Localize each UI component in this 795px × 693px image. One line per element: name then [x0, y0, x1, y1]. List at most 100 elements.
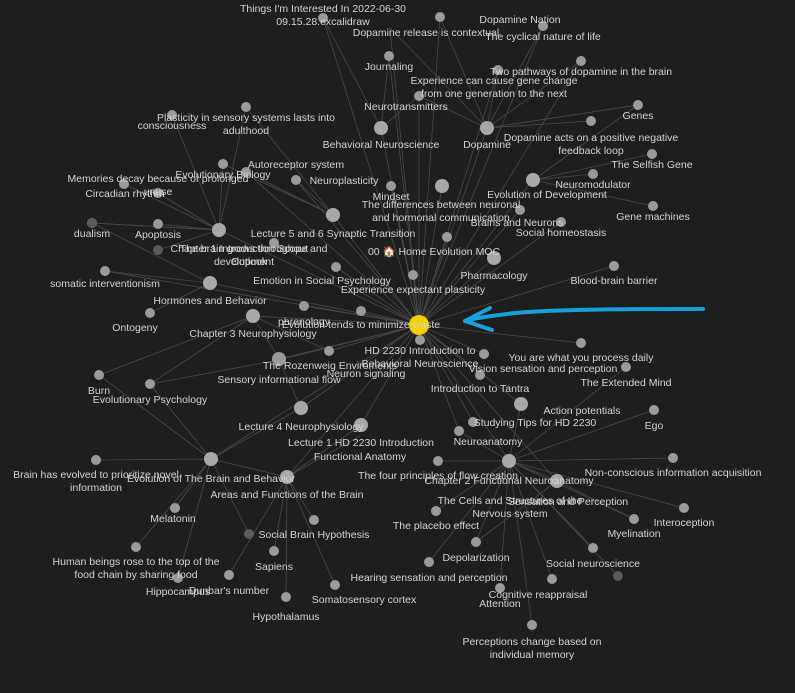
graph-node[interactable] — [433, 456, 443, 466]
graph-node[interactable] — [244, 529, 254, 539]
graph-node[interactable] — [527, 620, 537, 630]
graph-node[interactable] — [454, 426, 464, 436]
graph-node-label[interactable]: Social Brain Hypothesis — [259, 529, 370, 541]
graph-node-label[interactable]: Ontogeny — [112, 322, 158, 334]
graph-node-label[interactable]: Hippocampus — [146, 586, 210, 598]
graph-node-label[interactable]: Genes — [623, 110, 654, 122]
graph-node-label[interactable]: Neuron signaling — [327, 368, 406, 380]
graph-node[interactable] — [241, 167, 251, 177]
graph-node-label[interactable]: phrenology — [278, 316, 331, 328]
graph-node-label[interactable]: Ego — [645, 420, 664, 432]
graph-node[interactable] — [309, 515, 319, 525]
graph-node-label[interactable]: Cognitive reappraisal — [489, 589, 588, 601]
graph-node[interactable] — [384, 51, 394, 61]
graph-node[interactable] — [173, 573, 183, 583]
graph-node-label[interactable]: Social homeostasis — [516, 227, 606, 239]
graph-node[interactable] — [556, 217, 566, 227]
graph-node-label[interactable]: Neuroplasticity — [310, 175, 380, 187]
graph-node-label[interactable]: Evolution of Development — [487, 189, 607, 201]
graph-node[interactable] — [538, 21, 548, 31]
graph-node[interactable] — [408, 270, 418, 280]
graph-node[interactable] — [246, 309, 260, 323]
graph-node[interactable] — [649, 405, 659, 415]
graph-node[interactable] — [87, 218, 97, 228]
graph-node-label[interactable]: somatic interventionism — [50, 278, 160, 290]
graph-node-label[interactable]: Evolutionary Psychology — [93, 394, 208, 406]
graph-node[interactable] — [153, 219, 163, 229]
graph-node[interactable] — [91, 455, 101, 465]
graph-node-label[interactable]: Sapiens — [255, 561, 293, 573]
graph-node[interactable] — [487, 251, 501, 265]
graph-node-label[interactable]: Apoptosis — [135, 229, 181, 241]
graph-node[interactable] — [272, 352, 286, 366]
graph-node[interactable] — [204, 452, 218, 466]
graph-node[interactable] — [550, 474, 564, 488]
graph-node-label[interactable]: Areas and Functions of the Brain — [211, 489, 364, 501]
graph-node-label[interactable]: Somatosensory cortex — [312, 594, 417, 606]
graph-node-label[interactable]: Sensory informational flow — [217, 374, 341, 386]
graph-node-label[interactable]: Melatonin — [150, 513, 196, 525]
graph-node[interactable] — [586, 116, 596, 126]
graph-node-label[interactable]: Emotion in Social Psychology — [253, 275, 391, 287]
graph-node[interactable] — [94, 370, 104, 380]
graph-node[interactable] — [515, 205, 525, 215]
graph-node[interactable] — [291, 175, 301, 185]
graph-node[interactable] — [479, 349, 489, 359]
graph-node-label[interactable]: The four principles of flow creation — [358, 470, 518, 482]
graph-node-label[interactable]: Burn — [88, 385, 110, 397]
graph-node-label[interactable]: Interoception — [654, 517, 715, 529]
graph-node-label[interactable]: Evolution tends to minimize waste — [282, 319, 440, 331]
focused-graph-node[interactable] — [409, 315, 429, 335]
graph-node-label[interactable]: The Rozenweig Enviroments — [263, 360, 397, 372]
graph-node-label[interactable]: Two pathways of dopamine in the brain — [490, 66, 672, 78]
graph-node[interactable] — [218, 159, 228, 169]
graph-node-label[interactable]: Evolutionary Biology — [175, 169, 271, 181]
graph-node-label[interactable]: Myelination — [607, 528, 660, 540]
graph-node[interactable] — [326, 208, 340, 222]
graph-node[interactable] — [679, 503, 689, 513]
graph-node[interactable] — [269, 546, 279, 556]
graph-node-label[interactable]: Neuromodulator — [555, 179, 631, 191]
graph-node[interactable] — [153, 245, 163, 255]
graph-node[interactable] — [294, 401, 308, 415]
graph-node[interactable] — [281, 592, 291, 602]
graph-node-label[interactable]: Brains and Neurons — [471, 217, 564, 229]
graph-node[interactable] — [331, 262, 341, 272]
graph-node-label[interactable]: Lecture 4 Neurophysiology — [239, 421, 365, 433]
graph-node-label[interactable]: The placebo effect — [393, 520, 479, 532]
graph-node[interactable] — [526, 173, 540, 187]
graph-node[interactable] — [588, 543, 598, 553]
graph-node[interactable] — [442, 232, 452, 242]
graph-node-label[interactable]: Non-conscious information acquisition — [585, 467, 762, 479]
graph-node[interactable] — [280, 470, 294, 484]
graph-node-label[interactable]: consciousness — [138, 120, 207, 132]
graph-node-label[interactable]: The Extended Mind — [580, 377, 671, 389]
graph-node[interactable] — [475, 370, 485, 380]
graph-node[interactable] — [588, 169, 598, 179]
graph-node[interactable] — [153, 188, 163, 198]
graph-node-label[interactable]: Sensation and Perception — [508, 496, 628, 508]
graph-node-label[interactable]: Dopamine release is contextual — [353, 27, 500, 39]
graph-node[interactable] — [356, 306, 366, 316]
graph-node[interactable] — [613, 571, 623, 581]
graph-node[interactable] — [609, 261, 619, 271]
graph-node-label[interactable]: Evolution of The Brain and Behavior — [127, 473, 295, 485]
graph-node-label[interactable]: Neuroanatomy — [454, 436, 524, 448]
graph-node[interactable] — [386, 181, 396, 191]
graph-node-label[interactable]: The cyclical nature of life — [485, 31, 601, 43]
graph-node-label[interactable]: Mindset — [373, 191, 410, 203]
graph-node[interactable] — [480, 121, 494, 135]
graph-node[interactable] — [415, 335, 425, 345]
graph-node-label[interactable]: Social neuroscience — [546, 558, 640, 570]
graph-node-label[interactable]: Action potentials — [543, 405, 620, 417]
graph-node[interactable] — [145, 308, 155, 318]
graph-node-label[interactable]: Studying Tips for HD 2230 — [474, 417, 597, 429]
graph-node[interactable] — [647, 149, 657, 159]
